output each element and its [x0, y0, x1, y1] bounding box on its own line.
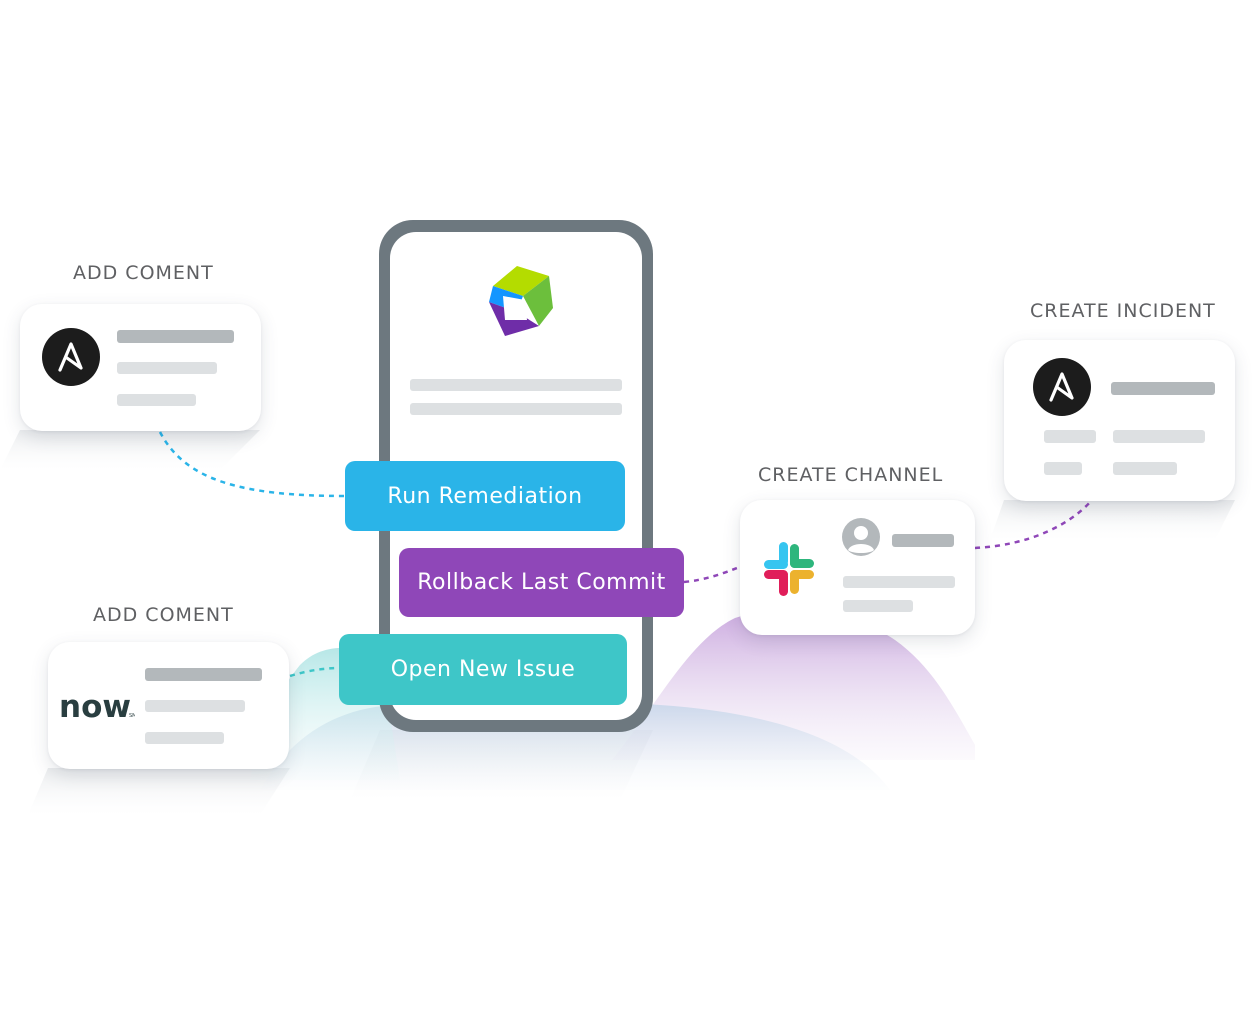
placeholder-line [145, 700, 245, 712]
run-remediation-button[interactable]: Run Remediation [345, 461, 625, 531]
placeholder-line [843, 600, 913, 612]
placeholder-line [1044, 462, 1082, 475]
slack-logo-icon [760, 540, 818, 598]
placeholder-line [892, 534, 954, 547]
placeholder-line [117, 394, 196, 406]
slack-channel-card [740, 500, 975, 635]
placeholder-line [117, 330, 234, 343]
ansible-logo-icon [42, 328, 100, 386]
open-new-issue-button[interactable]: Open New Issue [339, 634, 627, 705]
placeholder-line [145, 732, 224, 744]
connector-create-incident [974, 499, 1093, 550]
ansible-logo-icon [1033, 358, 1091, 416]
ansible-comment-card [20, 304, 261, 431]
placeholder-line [1111, 382, 1215, 395]
connector-rollback [683, 564, 743, 584]
label-add-comment-bottom: ADD COMENT [93, 604, 234, 626]
label-create-channel: CREATE CHANNEL [758, 464, 944, 486]
label-create-incident: CREATE INCIDENT [1030, 300, 1216, 322]
placeholder-line [1113, 462, 1177, 475]
placeholder-line [145, 668, 262, 681]
svg-text:SM: SM [129, 713, 135, 719]
servicenow-logo-icon: now SM [59, 684, 137, 725]
dynatrace-logo-icon [479, 262, 555, 342]
rollback-last-commit-button[interactable]: Rollback Last Commit [399, 548, 684, 617]
connector-open-issue [289, 666, 343, 678]
user-avatar-icon [842, 518, 880, 556]
label-add-comment-top: ADD COMENT [73, 262, 214, 284]
ansible-incident-card [1004, 340, 1235, 501]
placeholder-line [410, 403, 622, 415]
placeholder-line [843, 576, 955, 588]
placeholder-line [1044, 430, 1096, 443]
placeholder-line [1113, 430, 1205, 443]
servicenow-comment-card: now SM [48, 642, 289, 769]
placeholder-line [117, 362, 217, 374]
placeholder-line [410, 379, 622, 391]
connector-run-remediation [158, 431, 347, 498]
servicenow-wordmark: now [59, 689, 131, 724]
